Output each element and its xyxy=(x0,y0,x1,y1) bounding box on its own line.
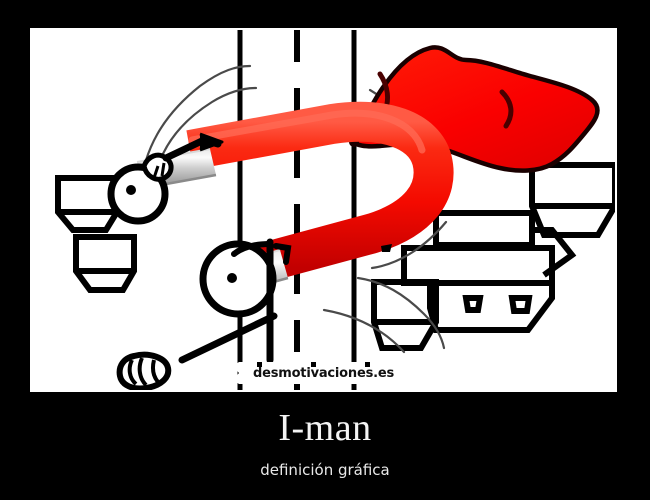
picture-canvas: desmotivaciones.es xyxy=(32,30,615,390)
figure-upper-hand xyxy=(199,132,224,152)
poster-subtitle: definición gráfica xyxy=(260,461,390,479)
window-small-1 xyxy=(462,295,484,313)
magnet-highlight xyxy=(188,109,426,154)
figure-lower-eye xyxy=(227,273,237,283)
motion-streak-5 xyxy=(322,308,406,354)
motion-streak-4 xyxy=(356,276,446,350)
artwork-illustration xyxy=(32,30,615,390)
stick-figure-upper xyxy=(107,132,224,225)
figure-lower-shoulder xyxy=(231,241,273,257)
figure-upper-fist-lines xyxy=(152,162,166,179)
building-block-right-low xyxy=(427,280,555,333)
image-frame: desmotivaciones.es xyxy=(30,28,617,392)
figure-upper-eye xyxy=(126,185,136,195)
cape-fold-2 xyxy=(499,89,514,129)
caption-block: I-man definición gráfica xyxy=(0,398,650,480)
building-connector-1 xyxy=(532,227,577,278)
motion-lines xyxy=(138,64,448,354)
figure-lower-knuckles xyxy=(127,357,160,387)
window-small-2 xyxy=(508,295,533,314)
figure-lower-arm xyxy=(178,312,278,364)
stick-figure-lower xyxy=(116,238,292,390)
motion-streak-7 xyxy=(370,220,448,270)
figure-upper-head xyxy=(107,163,169,225)
magnet-red-body xyxy=(186,101,454,288)
ink-speck xyxy=(381,244,392,252)
poster-title: I-man xyxy=(278,407,372,449)
figure-lower-hand-hook xyxy=(273,243,292,265)
